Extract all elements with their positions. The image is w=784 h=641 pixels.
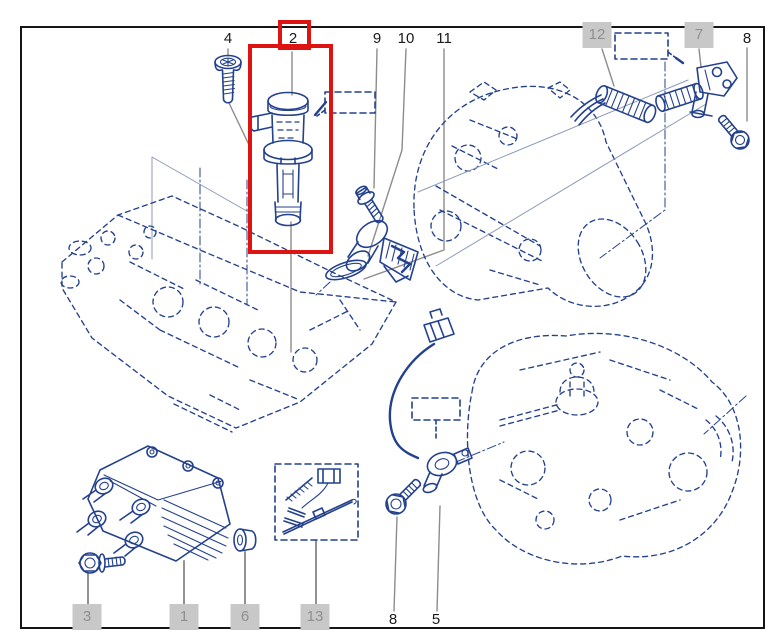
part-8-top-bolt-drawing[interactable] [714, 111, 753, 153]
part-8-bottom-bolt-drawing[interactable] [382, 474, 426, 518]
engine-cylinder-head-drawing [60, 156, 397, 433]
selection-highlight-label-box [278, 20, 311, 50]
detail-callout-boxes [313, 32, 685, 439]
part-11-oring-drawing[interactable] [315, 256, 368, 296]
part-9-bolt-drawing[interactable] [352, 183, 388, 226]
callout-1[interactable]: 1 [169, 604, 199, 630]
part-1-ignition-coil-drawing[interactable] [76, 445, 231, 562]
part-10-speedo-drive-drawing[interactable] [343, 215, 419, 283]
part-2-sensor-drawing[interactable] [249, 91, 313, 227]
gearbox-top-drawing [390, 61, 707, 308]
selection-highlight-part-box [248, 44, 333, 254]
part-12-sleeve-drawing[interactable] [570, 84, 658, 126]
gearbox-bottom-drawing [455, 332, 747, 565]
part-3-bolt-drawing[interactable] [78, 552, 126, 574]
leader-lines [87, 47, 748, 612]
diagram-border-frame [20, 26, 765, 629]
callout-7[interactable]: 7 [684, 22, 714, 48]
callout-11[interactable]: 11 [436, 30, 452, 47]
part-5-sensor-cable-drawing[interactable] [388, 308, 473, 494]
callout-4[interactable]: 4 [223, 30, 233, 47]
callout-2-selected[interactable]: 2 [288, 30, 298, 47]
callout-8-top[interactable]: 8 [742, 30, 752, 47]
part-7-sensor-drawing[interactable] [654, 61, 738, 119]
callout-13[interactable]: 13 [300, 604, 330, 630]
callout-3[interactable]: 3 [72, 604, 102, 630]
part-13-kit-drawing[interactable] [274, 463, 359, 541]
callout-8-bottom[interactable]: 8 [388, 611, 398, 628]
callout-6[interactable]: 6 [230, 604, 260, 630]
callout-10[interactable]: 10 [397, 30, 415, 47]
part-4-screw-drawing[interactable] [214, 54, 242, 104]
part-6-grommet-drawing[interactable] [233, 528, 257, 552]
callout-12[interactable]: 12 [582, 22, 612, 48]
callout-5[interactable]: 5 [431, 611, 441, 628]
callout-9[interactable]: 9 [372, 30, 382, 47]
